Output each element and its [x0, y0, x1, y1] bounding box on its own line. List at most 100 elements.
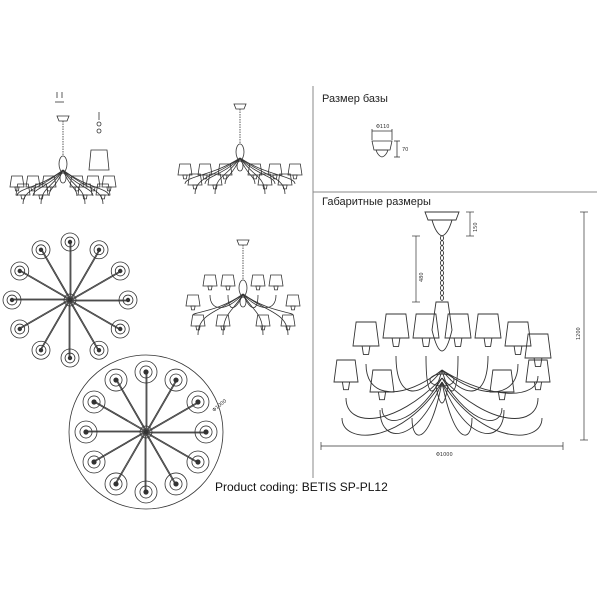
shade-inner-ring: [6, 294, 18, 306]
candle-cup: [483, 337, 493, 347]
candle-top-view: [9, 297, 15, 303]
shade-inner-ring: [14, 265, 26, 277]
candle-cup: [391, 337, 401, 347]
candle-top-view: [173, 377, 179, 383]
shade-top-view: [110, 261, 130, 281]
chandelier-arm: [345, 377, 443, 419]
shade-inner-ring: [191, 455, 205, 469]
chandelier-arm: [62, 169, 86, 205]
spoke-edge: [71, 270, 123, 301]
central-bowl: [429, 373, 455, 387]
spoke: [40, 249, 71, 301]
candle-top-view: [96, 348, 102, 353]
ceiling-canopy: [56, 115, 70, 122]
lamp-shade: [15, 183, 31, 196]
panel-dividers: [312, 86, 597, 478]
shade-top-view: [118, 290, 138, 310]
lamp-shade: [197, 163, 213, 176]
candle-top-view: [118, 326, 123, 332]
candle-top-view: [113, 377, 119, 383]
candle-top-view: [67, 239, 73, 245]
spoke: [69, 249, 100, 301]
chandelier-arm: [239, 157, 276, 185]
spoke-edge: [115, 377, 147, 431]
spoke: [115, 379, 147, 433]
chandelier-arm: [204, 157, 241, 185]
lamp-shade: [255, 314, 271, 327]
chandelier-arm: [441, 355, 459, 392]
lamp-shade: [524, 333, 552, 359]
lower-arm: [379, 381, 443, 434]
spoke-edge: [69, 301, 100, 353]
shade-top-view: [104, 368, 128, 392]
shade-inner-ring: [114, 323, 126, 335]
lamp-shade: [250, 274, 266, 287]
lamp-shade: [9, 175, 25, 188]
candle-top-view: [173, 481, 179, 487]
chain-link: [440, 280, 444, 286]
candle-top-view: [17, 326, 22, 332]
candle-cup: [273, 285, 279, 291]
chandelier-arm: [441, 377, 539, 419]
candle-top-view: [91, 459, 97, 465]
center-hub: [139, 425, 153, 439]
total-height-label: 1200: [576, 327, 582, 340]
candle-cup: [285, 325, 291, 331]
shade-top-view: [104, 472, 128, 496]
lamp-shade: [25, 175, 41, 188]
spoke-edge: [145, 433, 177, 487]
candle-top-view: [118, 268, 123, 274]
lamp-shade: [285, 294, 301, 307]
shade-top-view: [82, 450, 106, 474]
candle-cup: [14, 186, 20, 192]
candle-cup: [513, 345, 523, 355]
shade-top-view: [186, 450, 210, 474]
lamp-shade: [267, 163, 283, 176]
lamp-shade: [412, 313, 440, 339]
chandelier-side-view-front: [177, 103, 303, 195]
lamp-shade: [280, 314, 296, 327]
lamp-shade: [41, 175, 57, 188]
lower-arm: [441, 381, 505, 434]
spoke: [145, 401, 199, 433]
chandelier-arm: [209, 293, 244, 309]
spoke: [93, 431, 147, 463]
center-dot: [143, 429, 149, 435]
chandelier-perspective-view: [185, 239, 301, 336]
lamp-shade: [504, 321, 532, 347]
chain-link: [440, 295, 444, 301]
candle-top-view: [67, 355, 73, 361]
shade-top-view: [89, 240, 109, 260]
chain-link: [440, 240, 444, 246]
chain-link: [440, 255, 444, 261]
bottom-finial: [236, 160, 244, 172]
base-height-label: 70: [402, 147, 408, 153]
candle-cup: [421, 337, 431, 347]
lamp-shade: [444, 313, 472, 339]
shade-inner-ring: [169, 477, 183, 491]
shade-top-view: [164, 472, 188, 496]
spoke-edge: [40, 247, 71, 299]
candle-cup: [260, 325, 266, 331]
chandelier-arm: [441, 377, 503, 421]
candle-cup: [225, 285, 231, 291]
chandelier-arm: [239, 157, 266, 195]
spoke: [69, 299, 121, 330]
spoke: [69, 299, 100, 351]
bottom-finial: [59, 172, 67, 184]
shade-inner-ring: [79, 425, 93, 439]
candle-cup: [361, 345, 371, 355]
shade-top-view: [89, 340, 109, 360]
shade-top-view: [60, 348, 80, 368]
shade-top-view: [74, 420, 98, 444]
candle-cup: [220, 325, 226, 331]
spoke: [19, 270, 71, 301]
candle-cup: [290, 305, 296, 311]
lamp-shade: [333, 359, 359, 383]
spoke-edge: [147, 401, 201, 433]
lower-arm: [341, 381, 443, 436]
shade-top-view: [134, 360, 158, 384]
candle-top-view: [91, 399, 97, 405]
spoke: [19, 299, 71, 330]
lamp-shade: [215, 314, 231, 327]
